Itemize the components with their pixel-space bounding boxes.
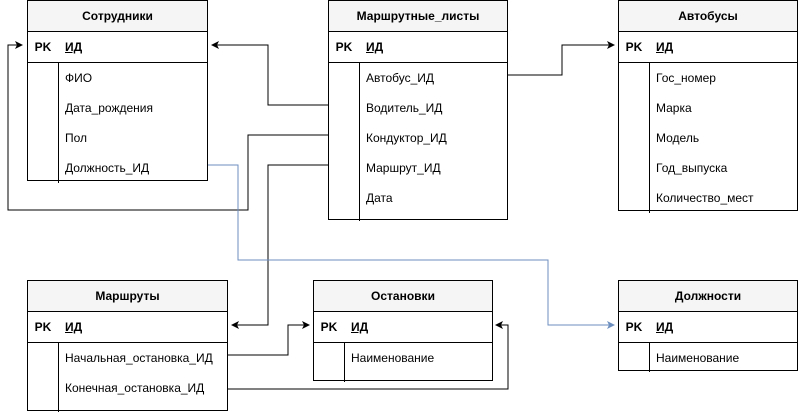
link-route — [231, 164, 328, 329]
pk-field: ИД — [65, 40, 83, 54]
link-position — [208, 164, 615, 329]
field-name: Гос_номер — [656, 71, 716, 85]
field-row: Год_выпуска — [619, 153, 797, 183]
pk-row: PK ИД — [314, 312, 492, 343]
pk-label: PK — [625, 320, 643, 334]
field-row: Водитель_ИД — [329, 93, 507, 123]
entity-title: Остановки — [314, 281, 492, 312]
field-name: Наименование — [351, 351, 435, 365]
entity-title: Автобусы — [619, 1, 797, 32]
pk-label: PK — [625, 40, 643, 54]
field-row: Гос_номер — [619, 63, 797, 93]
pk-field: ИД — [366, 40, 384, 54]
field-name: Наименование — [656, 351, 740, 365]
link-bus — [508, 41, 615, 76]
field-name: Количество_мест — [656, 191, 754, 205]
entity-route-sheets[interactable]: Маршрутные_листы PK ИД Автобус_ИД Водите… — [328, 0, 508, 221]
entity-title: Сотрудники — [28, 1, 207, 32]
field-row: Наименование — [619, 343, 797, 373]
pk-field: ИД — [656, 320, 674, 334]
field-row: Автобус_ИД — [329, 63, 507, 93]
field-name: Маршрут_ИД — [366, 161, 441, 175]
pk-label: PK — [320, 320, 338, 334]
field-row: Конечная_остановка_ИД — [28, 373, 227, 403]
field-name: ФИО — [65, 71, 93, 85]
pk-row: PK ИД — [619, 312, 797, 343]
pk-row: PK ИД — [619, 32, 797, 63]
pk-label: PK — [335, 40, 353, 54]
field-row: Модель — [619, 123, 797, 153]
field-name: Кондуктор_ИД — [366, 131, 447, 145]
field-name: Дата — [366, 191, 393, 205]
field-name: Начальная_остановка_ИД — [65, 351, 213, 365]
field-name: Дата_рождения — [65, 101, 153, 115]
field-row: Начальная_остановка_ИД — [28, 343, 227, 373]
pk-field: ИД — [351, 320, 369, 334]
pk-field: ИД — [65, 320, 83, 334]
field-row: Маршрут_ИД — [329, 153, 507, 183]
field-row: Кондуктор_ИД — [329, 123, 507, 153]
entity-buses[interactable]: Автобусы PK ИД Гос_номер Марка Модель Го… — [618, 0, 798, 213]
link-driver — [211, 41, 328, 106]
pk-row: PK ИД — [329, 32, 507, 63]
entity-title: Маршрутные_листы — [329, 1, 507, 32]
field-row: Дата_рождения — [28, 93, 207, 123]
entity-title: Маршруты — [28, 281, 227, 312]
field-row: Наименование — [314, 343, 492, 373]
field-name: Пол — [65, 131, 88, 145]
field-row: Пол — [28, 123, 207, 153]
field-name: Конечная_остановка_ИД — [65, 381, 205, 395]
pk-label: PK — [34, 320, 52, 334]
field-name: Автобус_ИД — [366, 71, 435, 85]
pk-field: ИД — [656, 40, 674, 54]
field-row: ФИО — [28, 63, 207, 93]
link-start-stop — [228, 321, 310, 356]
field-name: Должность_ИД — [65, 161, 150, 175]
entity-title: Должности — [619, 281, 797, 312]
entity-routes[interactable]: Маршруты PK ИД Начальная_остановка_ИД Ко… — [27, 280, 228, 412]
field-row: Количество_мест — [619, 183, 797, 213]
entity-positions[interactable]: Должности PK ИД Наименование — [618, 280, 798, 373]
pk-row: PK ИД — [28, 312, 227, 343]
field-name: Марка — [656, 101, 692, 115]
link-end-stop — [228, 321, 509, 390]
link-conductor — [7, 41, 328, 211]
field-row: Дата — [329, 183, 507, 213]
field-row: Марка — [619, 93, 797, 123]
entity-employees[interactable]: Сотрудники PK ИД ФИО Дата_рождения Пол Д… — [27, 0, 208, 183]
field-name: Год_выпуска — [656, 161, 728, 175]
pk-row: PK ИД — [28, 32, 207, 63]
entity-stops[interactable]: Остановки PK ИД Наименование — [313, 280, 493, 382]
pk-label: PK — [34, 40, 52, 54]
field-row: Должность_ИД — [28, 153, 207, 183]
field-name: Водитель_ИД — [366, 101, 443, 115]
field-name: Модель — [656, 131, 700, 145]
